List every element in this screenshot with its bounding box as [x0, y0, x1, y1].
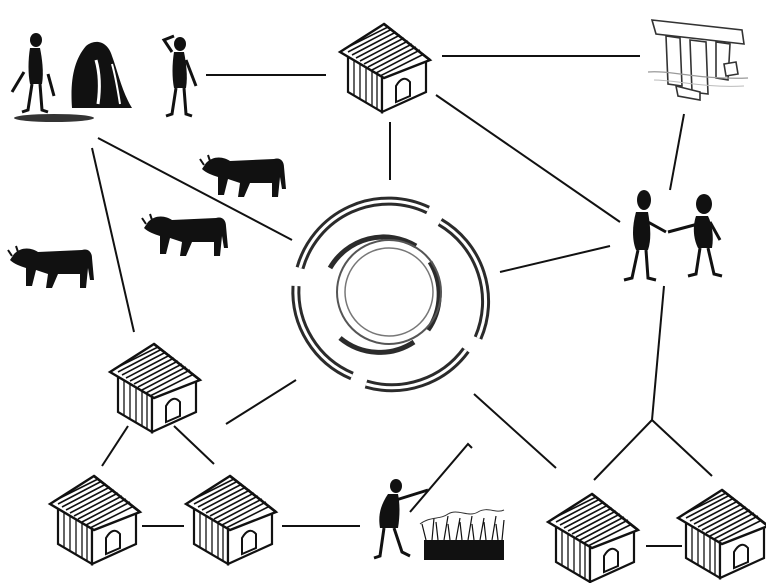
link-enclosure-house-bottom-right-1: [474, 394, 556, 468]
link-house-left-enclosure: [226, 380, 296, 424]
hut-icon: [678, 490, 766, 578]
stone-age-people-icon: [12, 33, 196, 122]
link-traders-branch: [652, 286, 664, 420]
standing-stone-icon: [72, 42, 132, 108]
link-traders-house-bottom-right-2: [652, 420, 712, 476]
link-house-left-house-bottom-1: [102, 426, 128, 466]
hut-icon: [186, 476, 276, 564]
cow-icon: [142, 214, 228, 256]
link-house-left-house-bottom-2: [174, 426, 214, 464]
enclosure-icon: [296, 201, 486, 388]
link-megalith-traders: [670, 114, 684, 190]
cow-icon: [200, 155, 286, 197]
hut-icon: [548, 494, 638, 582]
hut-icon: [50, 476, 140, 564]
hut-icon: [340, 24, 430, 112]
dolmen-icon: [648, 20, 748, 100]
link-traders-house-bottom-right-1: [594, 420, 652, 480]
connection-lines: [92, 56, 712, 546]
link-herders-house-left: [92, 148, 134, 332]
cow-icon: [8, 246, 94, 288]
link-house-top-traders: [436, 95, 620, 222]
herder-person-icon: [22, 33, 48, 112]
link-traders-enclosure: [500, 246, 610, 272]
cattle-group: [8, 155, 286, 288]
hut-icon: [110, 344, 200, 432]
crop-field-icon: [420, 510, 504, 560]
handshake-people-icon: [624, 190, 722, 280]
